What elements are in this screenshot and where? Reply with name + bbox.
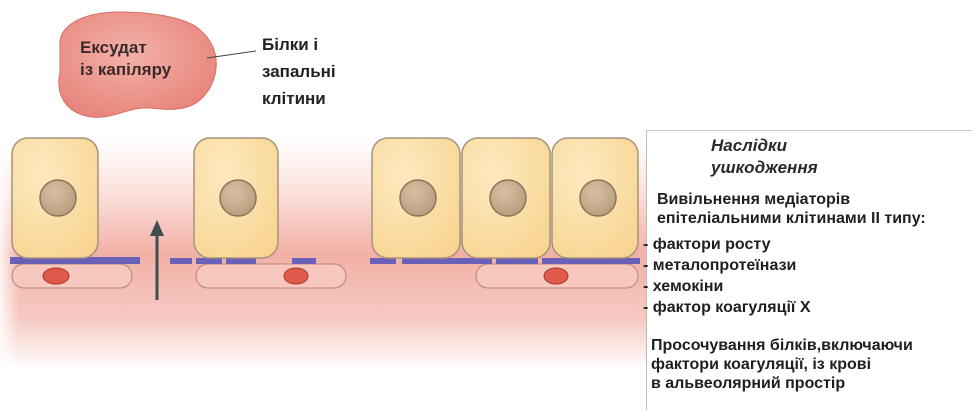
exudate-label: Ексудат із капіляру: [80, 37, 171, 81]
capillary-cell: [12, 264, 132, 288]
panel-title: Наслідки ушкодження: [711, 135, 818, 179]
proteins-label-line: запальні: [262, 58, 336, 85]
mediator-release-heading: Вивільнення медіаторів епітеліальними кл…: [657, 190, 926, 228]
exudate-label-line: Ексудат: [80, 37, 171, 59]
mediator-release-line: Вивільнення медіаторів: [657, 190, 926, 209]
capillary-cell: [196, 264, 346, 288]
proteins-cells-label: Білки і запальні клітини: [262, 31, 336, 112]
epithelial-cell: [372, 138, 460, 258]
red-blood-cell: [43, 268, 69, 284]
exudate-label-line: із капіляру: [80, 59, 171, 81]
mediator-release-line: епітеліальними клітинами ІІ типу:: [657, 209, 926, 228]
protein-leak-line: Просочування білків,включаючи: [651, 336, 913, 355]
mediator-list: - фактори росту - металопротеїнази - хем…: [643, 234, 811, 318]
protein-leak-line: в альвеолярний простір: [651, 374, 913, 393]
epithelial-cell: [12, 138, 98, 258]
red-blood-cell: [284, 268, 308, 284]
red-blood-cell: [544, 268, 568, 284]
epithelial-cell: [462, 138, 550, 258]
mediator-list-item: - фактор коагуляції Х: [643, 297, 811, 318]
proteins-label-line: клітини: [262, 85, 336, 112]
proteins-label-line: Білки і: [262, 31, 336, 58]
panel-title-line: Наслідки: [711, 135, 818, 157]
epithelial-cell: [552, 138, 638, 258]
mediator-list-item: - хемокіни: [643, 276, 811, 297]
mediator-list-item: - металопротеїнази: [643, 255, 811, 276]
protein-leak-text: Просочування білків,включаючи фактори ко…: [651, 336, 913, 393]
protein-leak-line: фактори коагуляції, із крові: [651, 355, 913, 374]
consequences-panel: Наслідки ушкодження Вивільнення медіатор…: [646, 130, 972, 410]
mediator-list-item: - фактори росту: [643, 234, 811, 255]
panel-title-line: ушкодження: [711, 157, 818, 179]
epithelial-cell: [194, 138, 278, 258]
